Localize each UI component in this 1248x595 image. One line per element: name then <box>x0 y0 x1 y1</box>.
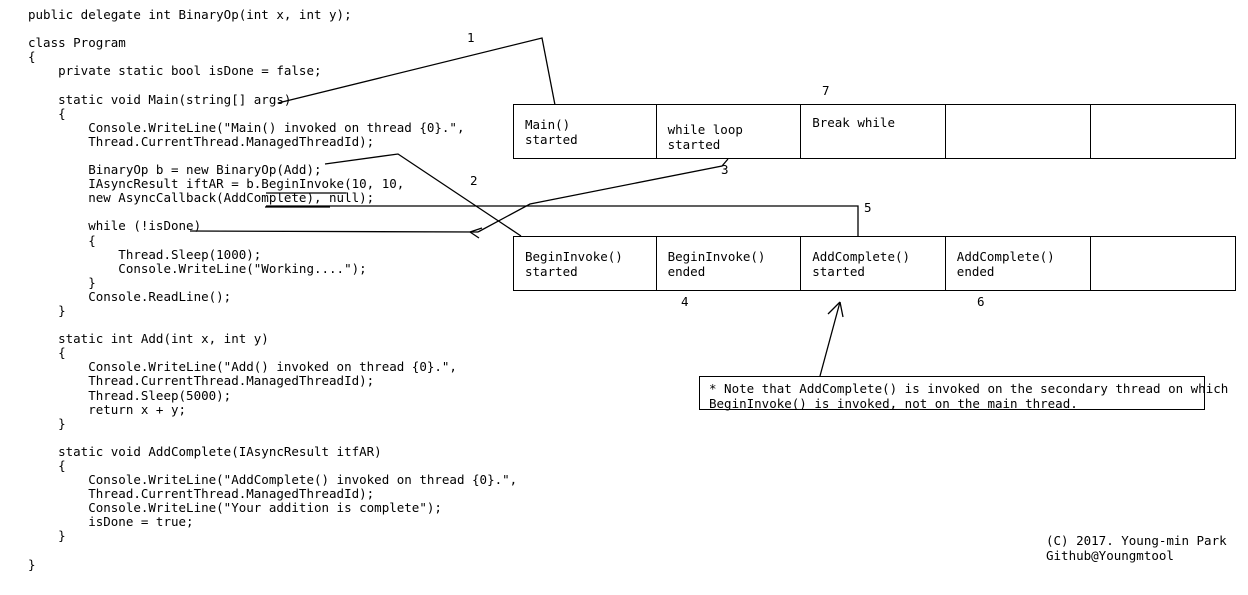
code-line <box>28 544 517 558</box>
step-label-4: 4 <box>681 294 689 309</box>
note-arrow-shaft <box>819 301 841 377</box>
timeline-cell-begininvoke-started[interactable]: BeginInvoke()started <box>514 237 657 290</box>
code-line: isDone = true; <box>28 514 194 530</box>
code-line: public delegate int BinaryOp(int x, int … <box>28 7 352 22</box>
timeline-cell-worker-empty[interactable] <box>1091 237 1235 290</box>
code-line: } <box>28 415 66 431</box>
timeline-cell-main-empty-2[interactable] <box>1091 105 1235 158</box>
code-line: Thread.Sleep(1000); <box>28 246 262 262</box>
code-line <box>28 205 517 219</box>
code-line: static void Main(string[] args) <box>28 91 292 107</box>
worker-thread-timeline-row: BeginInvoke()started BeginInvoke()ended … <box>513 236 1236 291</box>
timeline-cell-text: Break while <box>812 115 895 130</box>
code-line: Console.WriteLine("Your addition is comp… <box>28 500 442 516</box>
note-line-2: BeginInvoke() is invoked, not on the mai… <box>709 395 1078 411</box>
code-line: static int Add(int x, int y) <box>28 331 269 347</box>
code-line: Console.WriteLine("AddComplete() invoked… <box>28 472 518 488</box>
timeline-cell-text: BeginInvoke()ended <box>667 249 766 279</box>
timeline-cell-text: AddComplete()started <box>812 249 911 279</box>
timeline-cell-main-started[interactable]: Main()started <box>514 105 657 158</box>
timeline-cell-begininvoke-ended[interactable]: BeginInvoke()ended <box>657 237 802 290</box>
code-line: while (!isDone) <box>28 218 202 234</box>
code-line <box>28 431 517 445</box>
code-line: { <box>28 105 66 121</box>
step-label-7: 7 <box>822 83 830 98</box>
code-line: IAsyncResult iftAR = b.BeginInvoke(10, 1… <box>28 176 405 192</box>
timeline-cell-addcomplete-ended[interactable]: AddComplete()ended <box>946 237 1092 290</box>
code-line <box>28 318 517 332</box>
credit-line-2: Github@Youngmtool <box>1046 547 1174 563</box>
code-line: { <box>28 458 66 473</box>
code-line: private static bool isDone = false; <box>28 63 322 79</box>
note-box: * Note that AddComplete() is invoked on … <box>699 376 1228 410</box>
note-text: * Note that AddComplete() is invoked on … <box>709 381 1229 411</box>
code-line <box>28 149 517 163</box>
step-label-1: 1 <box>467 30 475 45</box>
code-line: Console.WriteLine("Add() invoked on thre… <box>28 359 457 375</box>
timeline-cell-text: AddComplete()ended <box>956 249 1055 279</box>
code-line: Thread.CurrentThread.ManagedThreadId); <box>28 373 375 389</box>
code-line: } <box>28 556 36 572</box>
code-line <box>28 22 517 36</box>
code-line: Console.ReadLine(); <box>28 288 232 304</box>
timeline-cell-text: Main()started <box>525 117 578 147</box>
step-label-2: 2 <box>470 173 478 188</box>
code-line: { <box>28 49 36 65</box>
code-line: { <box>28 232 96 248</box>
code-line: BinaryOp b = new BinaryOp(Add); <box>28 162 322 178</box>
code-line: } <box>28 302 66 318</box>
note-arrow-head <box>827 301 844 318</box>
timeline-cell-main-empty-1[interactable] <box>946 105 1092 158</box>
timeline-cell-addcomplete-started[interactable]: AddComplete()started <box>801 237 946 290</box>
step-label-5: 5 <box>864 200 872 215</box>
code-line: Thread.CurrentThread.ManagedThreadId); <box>28 133 375 149</box>
source-code-listing: public delegate int BinaryOp(int x, int … <box>28 7 518 572</box>
timeline-cell-text: BeginInvoke()started <box>525 249 623 279</box>
note-line-1: * Note that AddComplete() is invoked on … <box>709 381 1229 396</box>
step-label-3: 3 <box>721 162 729 177</box>
timeline-cell-break-while[interactable]: Break while <box>801 105 946 158</box>
code-line: Console.WriteLine("Main() invoked on thr… <box>28 119 465 135</box>
code-line: Console.WriteLine("Working...."); <box>28 260 367 276</box>
step-label-6: 6 <box>977 294 985 309</box>
code-line: return x + y; <box>28 401 187 417</box>
credit-line-1: (C) 2017. Young-min Park <box>1046 533 1227 548</box>
code-line <box>28 78 517 92</box>
code-line: { <box>28 345 66 361</box>
code-line: } <box>28 528 66 544</box>
code-line: new AsyncCallback(AddComplete), null); <box>28 190 375 206</box>
code-line: Thread.Sleep(5000); <box>28 387 232 403</box>
code-line: } <box>28 274 96 290</box>
code-line: static void AddComplete(IAsyncResult itf… <box>28 443 382 459</box>
code-line: class Program <box>28 35 126 51</box>
code-line: Thread.CurrentThread.ManagedThreadId); <box>28 486 375 502</box>
